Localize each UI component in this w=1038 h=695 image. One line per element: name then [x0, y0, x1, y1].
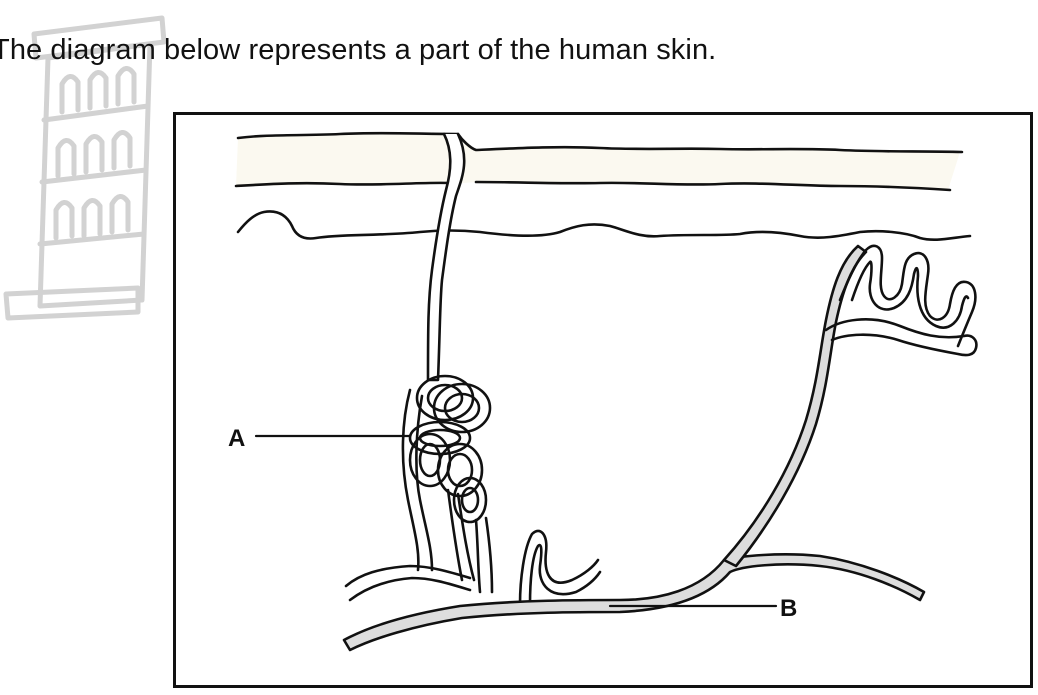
label-a: A [228, 425, 245, 452]
blood-vessel-rising [724, 246, 866, 566]
epidermis-band [236, 134, 960, 190]
label-b: B [780, 595, 797, 622]
sweat-gland-coil [403, 376, 492, 592]
dermis-boundary-line [238, 212, 970, 240]
